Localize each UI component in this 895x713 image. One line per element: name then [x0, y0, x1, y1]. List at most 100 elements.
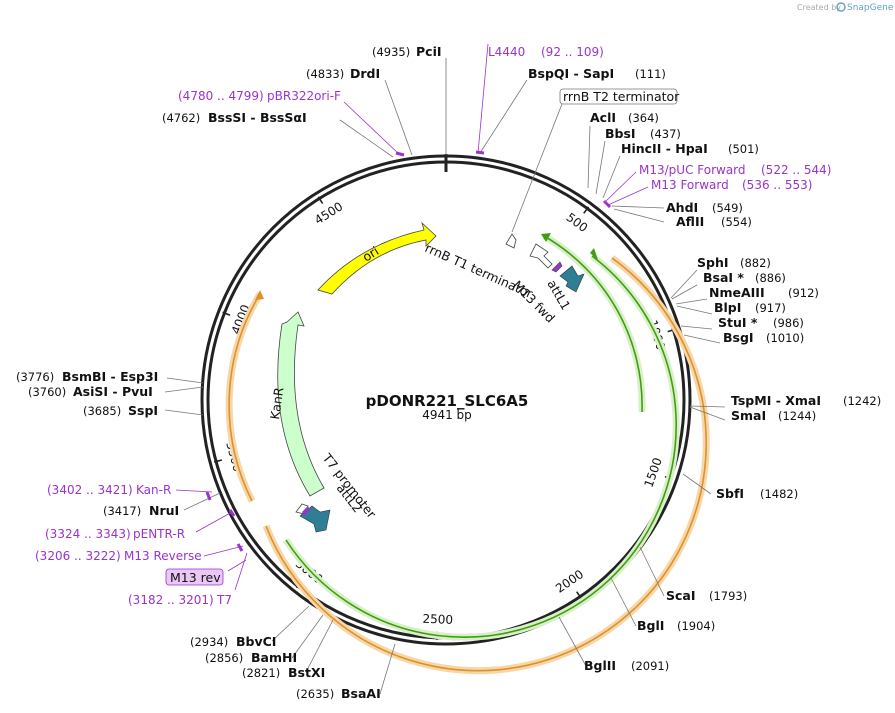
primer-m13puc-range: (522 .. 544) [761, 163, 831, 177]
m13-fwd-arrow [551, 261, 563, 273]
site-nmeaiii-pos: (912) [788, 286, 819, 300]
site-asisi[interactable]: AsiSI - PvuI [73, 384, 153, 399]
site-pciI-pos: (4935) [372, 45, 410, 59]
primer-kanr-range: (3402 .. 3421) [47, 483, 133, 497]
orf-left-arrow-icon [255, 290, 264, 300]
site-bspqi-pos: (111) [635, 67, 666, 81]
site-drdI-pos: (4833) [306, 67, 344, 81]
site-bsgi[interactable]: BsgI [723, 330, 754, 345]
site-sphi[interactable]: SphI [697, 255, 729, 270]
site-bspqi[interactable]: BspQI - SapI [528, 66, 614, 81]
feature-kanr[interactable]: KanR [267, 311, 325, 497]
primer-t7-range: (3182 .. 3201) [128, 593, 214, 607]
primer-kanr[interactable]: Kan-R [136, 483, 171, 497]
insert-glow-inner [542, 232, 646, 413]
tick-mark [583, 206, 590, 214]
site-bbvci-pos: (2934) [190, 635, 228, 649]
insert-mid-arrow-icon [590, 248, 598, 260]
site-bsaai[interactable]: BsaAI [341, 686, 381, 701]
site-sbfi-pos: (1482) [760, 487, 798, 501]
leader-lines [164, 58, 726, 695]
site-bbsi-pos: (437) [650, 127, 681, 141]
site-sphi-pos: (882) [740, 256, 771, 270]
insert-arc-mid [285, 255, 677, 638]
rrnb-t2-box [559, 88, 678, 105]
primer-l4440-range: (92 .. 109) [541, 45, 604, 59]
site-bglii[interactable]: BglII [584, 658, 616, 673]
rrnb-t1-arrow [529, 243, 553, 269]
site-bsgi-pos: (1010) [766, 331, 804, 345]
site-nrui[interactable]: NruI [149, 503, 179, 518]
site-bsmbi-pos: (3776) [16, 370, 54, 384]
site-blpi-pos: (917) [755, 301, 786, 315]
site-drdI[interactable]: DrdI [350, 66, 380, 81]
rrnb-t2-leader [511, 103, 563, 233]
primer-m13puc[interactable]: M13/pUC Forward [639, 163, 746, 177]
primer-m13rev-box[interactable]: M13 rev [165, 568, 224, 586]
feature-label-kanr: KanR [267, 386, 286, 420]
site-nrui-pos: (3417) [103, 504, 141, 518]
primer-leader-lines [175, 43, 649, 591]
site-bgli[interactable]: BglI [637, 618, 664, 633]
insert-arcs [225, 232, 710, 675]
tick-label: 1500 [642, 456, 665, 489]
primer-l4440[interactable]: L4440 [488, 45, 525, 59]
site-ahdi[interactable]: AhdI [666, 200, 698, 215]
primer-pbr322ori[interactable]: pBR322ori-F [267, 89, 341, 103]
kanr-arrow [277, 311, 325, 497]
site-bstxi[interactable]: BstXI [288, 665, 325, 680]
site-bsssi[interactable]: BssSI - BssSαI [208, 110, 307, 125]
site-hincii-pos: (501) [728, 142, 759, 156]
site-smai[interactable]: SmaI [731, 408, 766, 423]
primer-pentr-range: (3324 .. 3343) [45, 527, 131, 541]
insert-inner-arrow-icon [541, 233, 551, 242]
site-bamhi-pos: (2856) [205, 651, 243, 665]
primer-m13rev[interactable]: M13 Reverse [124, 549, 202, 563]
primer-m13rev-range: (3206 .. 3222) [35, 549, 121, 563]
primer-pentr[interactable]: pENTR-R [133, 527, 185, 541]
site-bbvci[interactable]: BbvCI [236, 634, 276, 649]
feature-ori[interactable]: ori [317, 221, 437, 295]
site-scai[interactable]: ScaI [666, 588, 696, 603]
primer-m13fwd[interactable]: M13 Forward [651, 178, 729, 192]
site-tspmi[interactable]: TspMI - XmaI [731, 393, 821, 408]
site-acli-pos: (364) [628, 111, 659, 125]
orf-arc-outer [265, 257, 707, 672]
site-bsai[interactable]: BsaI * [703, 270, 744, 285]
site-sspi-pos: (3685) [83, 404, 121, 418]
site-hincii[interactable]: HincII - HpaI [621, 141, 708, 156]
site-sbfi[interactable]: SbfI [716, 486, 744, 501]
site-pciI[interactable]: PciI [416, 44, 442, 59]
site-nmeaiii[interactable]: NmeAIII [709, 285, 765, 300]
feature-attl1[interactable]: attL1 [544, 265, 585, 313]
site-aflii[interactable]: AflII [676, 214, 704, 229]
plasmid-name: pDONR221_SLC6A5 [366, 392, 529, 410]
attl2-primer-mark [302, 506, 310, 516]
site-scai-pos: (1793) [709, 589, 747, 603]
ori-arrow [317, 221, 437, 295]
site-acli[interactable]: AclI [590, 110, 616, 125]
site-sspi[interactable]: SspI [128, 403, 158, 418]
brand-name: SnapGene [847, 3, 894, 13]
feature-rrnb-t2[interactable]: rrnB T2 terminator [505, 88, 680, 249]
brand-created-by: Created by [797, 3, 841, 12]
site-bsmbi[interactable]: BsmBI - Esp3I [62, 369, 158, 384]
site-bamhi[interactable]: BamHI [251, 650, 297, 665]
site-bbsi[interactable]: BbsI [605, 126, 636, 141]
site-bsaai-pos: (2635) [296, 687, 334, 701]
primer-t7[interactable]: T7 [216, 593, 232, 607]
site-blpi[interactable]: BlpI [714, 300, 741, 315]
feature-label-ori: ori [360, 243, 382, 264]
tick-mark [213, 459, 223, 463]
primer-m13rev-box-label: M13 rev [170, 570, 221, 585]
tick-mark [222, 311, 231, 316]
attl1-arrow [559, 265, 585, 293]
tick-mark [576, 591, 582, 599]
orf-arc-left [228, 293, 261, 502]
rrnb-t2-arrow [505, 233, 517, 249]
site-ahdi-pos: (549) [712, 201, 743, 215]
site-aflii-pos: (554) [721, 215, 752, 229]
site-stui[interactable]: StuI * [718, 315, 758, 330]
insert-arc-inner [543, 235, 643, 413]
primer-pbr322ori-range: (4780 .. 4799) [178, 89, 264, 103]
